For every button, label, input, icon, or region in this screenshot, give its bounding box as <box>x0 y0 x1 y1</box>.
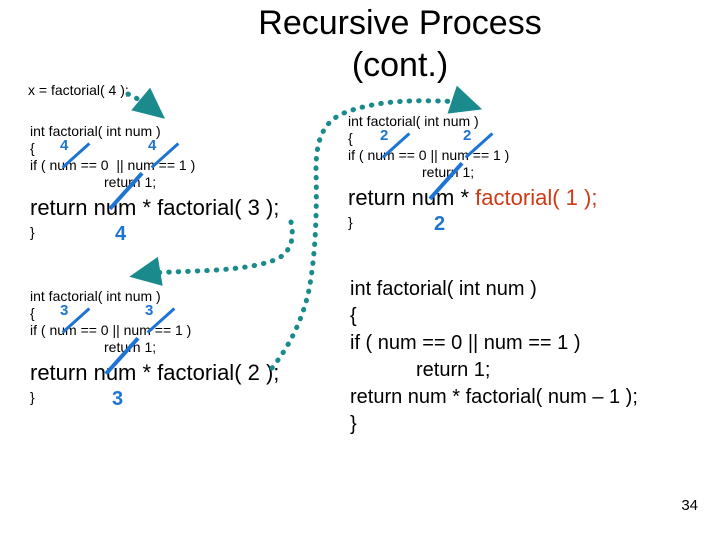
substitution-value-3: 3 <box>112 388 124 410</box>
code-block-right-top: int factorial( int num ) { if ( num == 0… <box>348 113 597 235</box>
substitution-value-2: 4 <box>148 137 157 154</box>
code-block-left-top: int factorial( int num ) { if ( num == 0… <box>30 123 280 245</box>
call-expression: x = factorial( 4 ); <box>28 82 129 99</box>
code-line-return-recursive: return num * factorial( 1 ); <box>348 185 597 211</box>
arrow-call-to-left-top <box>125 87 166 119</box>
code-line-if: if ( num == 0 || num == 1 ) <box>350 332 581 354</box>
substitution-value-2: 3 <box>145 302 154 319</box>
substitution-value-1: 3 <box>60 302 69 319</box>
code-line-open-brace: { <box>350 305 357 327</box>
code-line-return-one: return 1; <box>104 339 157 355</box>
call-expression-line: x = factorial( 4 ); <box>28 82 129 98</box>
code-line-if: if ( num == 0 || num == 1 ) <box>30 322 192 338</box>
substitution-value-1: 2 <box>380 127 389 144</box>
code-line-return-recursive: return num * factorial( 2 ); <box>30 360 280 385</box>
page-number: 34 <box>681 497 698 514</box>
code-block-left-bottom: int factorial( int num ) { if ( num == 0… <box>30 288 280 410</box>
code-block-right-bottom: int factorial( int num ) { if ( num == 0… <box>350 276 638 438</box>
code-line-close-brace: } <box>30 389 35 405</box>
code-line-signature: int factorial( int num ) <box>30 123 161 139</box>
code-line-return-recursive: return num * factorial( num – 1 ); <box>350 386 638 408</box>
code-line-return-recursive: return num * factorial( 3 ); <box>30 195 280 220</box>
substitution-value-1: 4 <box>60 137 69 154</box>
code-line-return-one: return 1; <box>416 359 491 381</box>
page-title: Recursive Process (cont.) <box>258 4 542 84</box>
code-line-close-brace: } <box>30 224 35 240</box>
code-line-signature: int factorial( int num ) <box>30 288 161 304</box>
code-line-if: if ( num == 0 || num == 1 ) <box>348 147 510 163</box>
code-line-close-brace: } <box>348 214 353 230</box>
code-return-highlight: factorial( 1 ); <box>475 185 598 210</box>
code-line-if: if ( num == 0 || num == 1 ) <box>30 157 196 173</box>
code-return-prefix: return num * <box>348 185 476 210</box>
code-line-open-brace: { <box>30 305 35 321</box>
code-line-return-one: return 1; <box>422 164 475 180</box>
code-line-signature: int factorial( int num ) <box>350 278 537 300</box>
substitution-value-3: 4 <box>115 223 127 245</box>
code-line-open-brace: { <box>30 140 35 156</box>
code-line-return-one: return 1; <box>104 174 157 190</box>
code-line-close-brace: } <box>350 413 357 435</box>
substitution-value-3: 2 <box>434 213 446 235</box>
substitution-value-2: 2 <box>463 127 472 144</box>
